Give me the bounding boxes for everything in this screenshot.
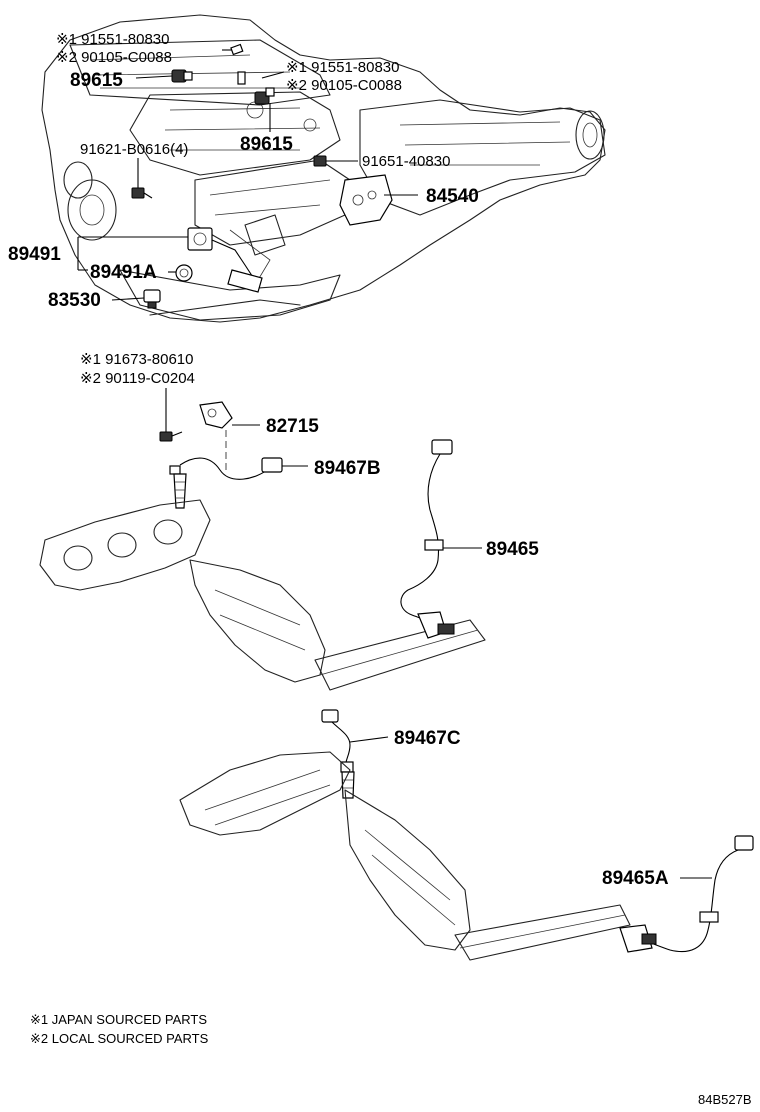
callout-ref-91551-top[interactable]: ※1 91551-80830 bbox=[56, 31, 170, 48]
sensor-89615-left[interactable] bbox=[171, 69, 193, 83]
callout-ref-90105-right[interactable]: ※2 90105-C0088 bbox=[286, 77, 402, 94]
note-local-sourced: ※2 LOCAL SOURCED PARTS bbox=[30, 1031, 209, 1046]
callout-89467B[interactable]: 89467B bbox=[314, 458, 381, 479]
bracket-82715[interactable] bbox=[199, 401, 233, 429]
note-japan-sourced: ※1 JAPAN SOURCED PARTS bbox=[30, 1012, 207, 1027]
exhaust-manifold-front bbox=[39, 499, 486, 691]
callout-ref-91551-right[interactable]: ※1 91551-80830 bbox=[286, 59, 400, 76]
switch-84540[interactable] bbox=[339, 174, 393, 226]
callout-labels: ※1 91551-80830 ※2 90105-C0088 89615 ※1 9… bbox=[8, 31, 669, 889]
callout-ref-90105-top[interactable]: ※2 90105-C0088 bbox=[56, 49, 172, 66]
callout-84540[interactable]: 84540 bbox=[426, 186, 479, 207]
oring-89491A[interactable] bbox=[175, 264, 193, 282]
leader-lines bbox=[77, 49, 712, 879]
callout-89491[interactable]: 89491 bbox=[8, 244, 61, 265]
bolt-91551-right[interactable] bbox=[237, 71, 246, 85]
sensor-89467B-assembly bbox=[159, 401, 283, 509]
callout-89467C[interactable]: 89467C bbox=[394, 728, 461, 749]
bolt-91621[interactable] bbox=[131, 187, 153, 199]
callout-91651[interactable]: 91651-40830 bbox=[362, 153, 450, 170]
callout-89615-right[interactable]: 89615 bbox=[240, 134, 293, 155]
oxygen-sensor-89465[interactable] bbox=[400, 439, 455, 639]
callout-ref-90119[interactable]: ※2 90119-C0204 bbox=[80, 370, 195, 387]
callout-89465[interactable]: 89465 bbox=[486, 539, 539, 560]
oxygen-sensor-89467B[interactable] bbox=[169, 457, 283, 509]
exhaust-manifold-rear bbox=[179, 751, 631, 961]
callout-89491A[interactable]: 89491A bbox=[90, 262, 157, 283]
bolt-91651[interactable] bbox=[313, 155, 327, 167]
sensor-89491[interactable] bbox=[187, 227, 263, 293]
callout-89465A[interactable]: 89465A bbox=[602, 868, 669, 889]
callout-89615-left[interactable]: 89615 bbox=[70, 70, 123, 91]
figure-code: 84B527B bbox=[698, 1092, 752, 1107]
engine-sensor-parts bbox=[131, 43, 393, 309]
bolt-91551-top[interactable] bbox=[230, 43, 244, 56]
sensor-89615-right[interactable] bbox=[254, 87, 275, 105]
footnotes: ※1 JAPAN SOURCED PARTS ※2 LOCAL SOURCED … bbox=[30, 1012, 209, 1046]
oxygen-sensor-89467C[interactable] bbox=[321, 709, 355, 799]
callout-91621[interactable]: 91621-B0616(4) bbox=[80, 141, 188, 158]
callout-ref-91673[interactable]: ※1 91673-80610 bbox=[80, 351, 194, 368]
switch-83530[interactable] bbox=[143, 289, 161, 309]
callout-83530[interactable]: 83530 bbox=[48, 290, 101, 311]
callout-82715[interactable]: 82715 bbox=[266, 416, 319, 437]
oxygen-sensor-89465A[interactable] bbox=[619, 835, 754, 953]
bolt-91673[interactable] bbox=[159, 431, 183, 442]
